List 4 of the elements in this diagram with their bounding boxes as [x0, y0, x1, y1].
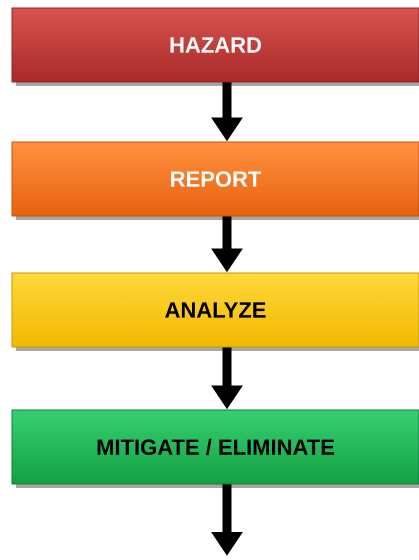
- process-box: MITIGATE / ELIMINATE: [12, 410, 419, 484]
- process-box: ANALYZE: [12, 272, 419, 348]
- process-box: REPORT: [12, 142, 419, 216]
- process-box: HAZARD: [12, 8, 419, 82]
